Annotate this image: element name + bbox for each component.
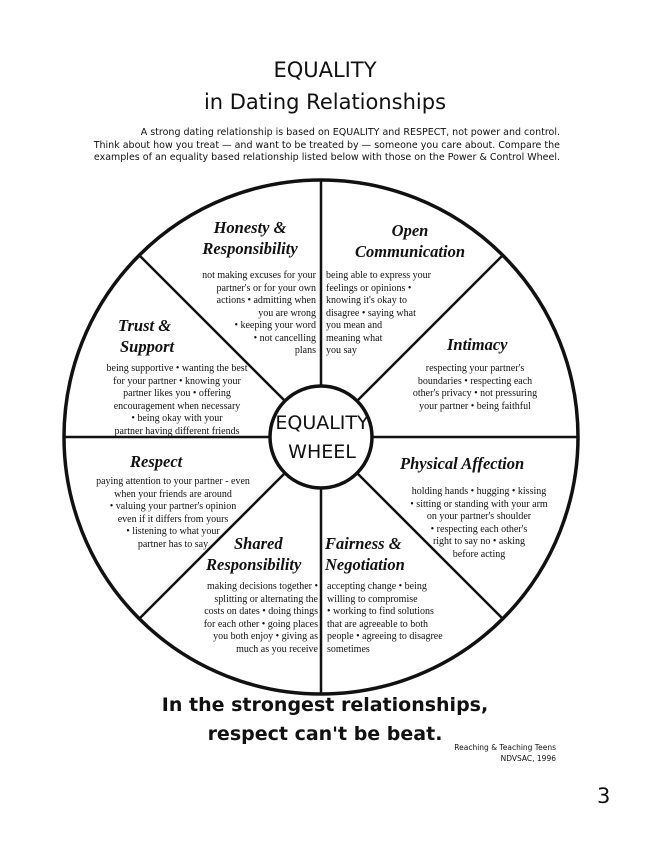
body-line: • being okay with your [131,413,223,424]
body-line: partner has to say [137,538,209,550]
body-line: your partner • being faithful [419,400,531,412]
body-line: making decisions together • [207,581,318,592]
intro-line: A strong dating relationship is based on… [140,127,560,138]
page-number: 3 [597,784,611,808]
tagline-line2: respect can't be beat. [207,723,443,745]
credit-line: Reaching & Teaching Teens [454,743,556,752]
section-heading-respect: Respect [130,452,183,471]
section-heading-honesty: Responsibility [202,239,298,258]
body-line: partner's or for your own [216,282,316,294]
body-line: willing to compromise [327,593,418,605]
section-heading-shared: Responsibility [206,555,302,574]
section-body-shared: making decisions together • splitting or… [150,581,318,656]
body-line: accepting change • being [327,581,427,592]
body-line: encouragement when necessary [113,400,241,412]
section-heading-fairness: Negotiation [325,555,405,574]
body-line: before acting [452,548,506,560]
body-line: people • agreeing to disagree [327,631,443,642]
credit-text: Reaching & Teaching Teens NDVSAC, 1996 [440,742,556,764]
body-line: sometimes [327,643,370,655]
body-line: • listening to what your [126,526,220,537]
intro-line: Think about how you treat — and want to … [93,139,560,151]
body-line: even if it differs from yours [117,513,229,525]
body-line: • valuing your partner's opinion [109,501,237,512]
page-title: EQUALITY [273,58,377,82]
hub-label-line2: WHEEL [288,441,356,463]
section-body-intimacy: respecting your partner's boundaries • r… [395,363,555,413]
section-heading-intimacy: Intimacy [447,335,508,354]
body-line: • sitting or standing with your arm [410,498,548,510]
body-line: • keeping your word [234,320,316,331]
intro-line: examples of an equality based relationsh… [93,152,560,163]
body-line: right to say no • asking [432,536,526,547]
section-heading-trust: Trust & [118,316,172,335]
body-line: that are agreeable to both [327,618,429,630]
body-line: • not cancelling [253,332,316,344]
body-line: disagree • saying what [326,307,416,319]
section-heading-affection: Physical Affection [400,454,525,473]
body-line: you say [326,345,357,356]
body-line: costs on dates • doing things [204,606,318,617]
body-line: you are wrong [258,307,316,319]
body-line: partner having different friends [114,425,240,437]
body-line: on your partner's shoulder [426,511,532,522]
body-line: you both enjoy • giving as [213,631,318,642]
body-line: for your partner • knowing your [113,375,241,387]
hub-label-line1: EQUALITY [275,412,369,434]
section-heading-communication: Communication [354,242,466,261]
body-line: not making excuses for your [202,270,316,281]
section-body-affection: holding hands • hugging • kissing • sitt… [386,486,572,561]
wheel-spoke [356,254,504,402]
wheel-spoke [356,472,504,620]
body-line: boundaries • respecting each [417,375,533,387]
wheel-hub [268,384,374,490]
section-body-trust: being supportive • wanting the best for … [82,363,272,438]
section-body-honesty: not making excuses for your partner's or… [150,270,316,358]
body-line: for each other • going places [203,618,318,630]
body-line: being supportive • wanting the best [106,363,248,374]
body-line: respecting your partner's [425,363,525,374]
body-line: paying attention to your partner - even [96,476,250,487]
body-line: feelings or opinions • [326,282,412,294]
body-line: partner likes you • offering [123,388,231,399]
credit-line: NDVSAC, 1996 [500,754,556,763]
body-line: being able to express your [326,270,431,281]
body-line: plans [294,345,316,356]
section-heading-fairness: Fairness & [325,534,402,553]
body-line: knowing it's okay to [326,295,407,306]
section-body-respect: paying attention to your partner - even … [78,476,268,551]
body-line: when your friends are around [114,488,232,500]
body-line: meaning what [326,332,383,344]
section-heading-communication: Open [391,221,429,240]
body-line: splitting or alternating the [214,593,318,605]
page-subtitle: in Dating Relationships [203,90,447,114]
body-line: actions • admitting when [216,295,316,306]
section-heading-honesty: Honesty & [213,218,287,237]
wheel-spoke [138,472,286,620]
section-body-fairness: accepting change • being willing to comp… [327,581,443,656]
section-heading-trust: Support [120,337,175,356]
intro-paragraph: A strong dating relationship is based on… [84,127,560,165]
wheel-spoke [138,254,286,402]
body-line: • respecting each other's [430,523,528,535]
tagline-line1: In the strongest relationships, [161,694,489,716]
body-line: • working to find solutions [327,606,434,617]
body-line: you mean and [326,320,383,331]
body-line: much as you receive [236,643,318,655]
body-line: other's privacy • not pressuring [412,388,538,399]
section-body-communication: being able to express your feelings or o… [326,270,431,358]
section-heading-shared: Shared [234,534,283,553]
body-line: holding hands • hugging • kissing [411,486,547,497]
